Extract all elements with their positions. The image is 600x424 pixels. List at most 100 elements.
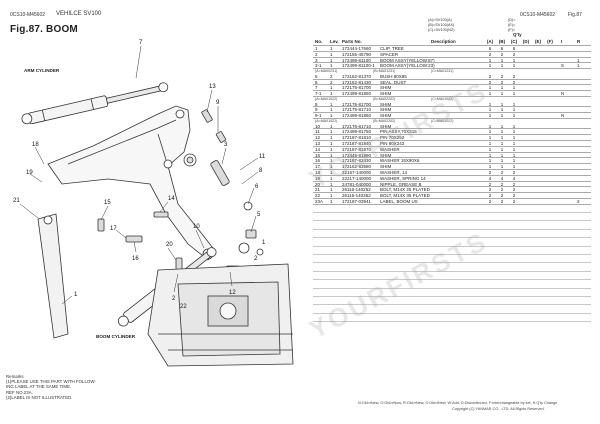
col-header-parts-no: Parts No. <box>342 39 362 44</box>
cell-pn: 26116-140352 <box>342 193 371 199</box>
boom-cylinder-label: BOOM CYLINDER <box>96 334 136 339</box>
cell-pn: 172499-81100 <box>342 57 371 63</box>
callout: 3 <box>224 142 228 148</box>
cell-desc: WASHER <box>380 146 400 152</box>
cell-r: 1 <box>577 57 580 63</box>
change-legend: N:Old⇒New, O:Old⇒Now, R:Old⇒New, S:Old⇒N… <box>358 401 558 405</box>
cell-qty: 1 <box>500 158 504 164</box>
cell-pn: 172175-81700 <box>342 85 372 91</box>
cell-desc: SHIM <box>380 113 392 119</box>
col-header-no: No. <box>315 39 323 44</box>
cell-no: 5 <box>315 73 318 79</box>
cell-no: 23A <box>315 198 324 204</box>
cell-qty: 1 <box>488 140 492 146</box>
cell-lev: 1 <box>330 113 333 119</box>
cell-qty: 2 <box>488 187 492 193</box>
cell-qty: 1 <box>500 164 504 170</box>
cell-qty: 6 <box>488 46 492 51</box>
cell-qty: 1 <box>512 63 516 69</box>
cell-desc: SHIM <box>380 152 392 158</box>
cell-qty: 1 <box>500 91 504 97</box>
callout: 2 <box>254 256 258 262</box>
callout: 1 <box>74 292 78 298</box>
cell-desc: SHIM <box>380 101 392 107</box>
remarks-line: ING LABEL AT THE SAME TIME. <box>6 384 72 390</box>
cell-pn: 172499-81750 <box>342 129 372 135</box>
ref-mark-d: (D)= <box>508 18 516 22</box>
cell-qty: 4 <box>512 175 516 181</box>
cell-qty: 2 <box>488 198 492 204</box>
cell-qty: 1 <box>488 57 492 63</box>
cell-lev: 1 <box>330 135 333 141</box>
cell-lev: 1 <box>330 146 333 152</box>
cell-qty: 2 <box>512 187 516 193</box>
cell-qty: 2 <box>500 198 504 204</box>
cell-desc: SHIM <box>380 91 392 97</box>
cell-desc: NIPPLE, GREASE B <box>380 181 422 187</box>
cell-no: 3-1 <box>315 63 322 69</box>
cell-no: 14 <box>315 146 321 152</box>
cell-desc: CLIP, TREE <box>380 46 404 51</box>
cell-lev: 1 <box>330 198 333 204</box>
cell-qty: 1 <box>500 140 504 146</box>
blank-row <box>313 305 591 314</box>
copyright: Copyright (C) YANMAR CO., LTD. All Right… <box>452 407 545 411</box>
blank-rows <box>313 205 591 323</box>
cell-qty: 1 <box>488 123 492 129</box>
blank-row <box>313 314 591 323</box>
qty-header-row: Q'ty <box>313 32 591 39</box>
cell-no: 16 <box>315 158 321 164</box>
cell-qty: 2 <box>512 181 516 187</box>
cell-pn: 172187-82430 <box>342 158 372 164</box>
cell-qty: 1 <box>500 101 504 107</box>
cell-pn: 172162-81430 <box>342 79 372 85</box>
cell-lev: 1 <box>330 51 333 57</box>
cell-lev: 1 <box>330 187 333 193</box>
col-header-b: (B) <box>498 39 506 44</box>
cell-pn: 26116-140252 <box>342 187 371 193</box>
cell-no: 9 <box>315 107 318 113</box>
arm-cylinder-label: ARM CYLINDER <box>24 68 60 73</box>
cell-qty: 1 <box>512 135 516 141</box>
remarks: Remarks (1)PLEASE USE THIS PART WITH FOL… <box>6 374 126 400</box>
cell-qty: 1 <box>488 164 492 170</box>
callout: 20 <box>166 242 173 248</box>
cell-qty: 1 <box>512 164 516 170</box>
callout: 11 <box>259 154 266 160</box>
cell-desc: BOOM ASSY(YELLOW:87) <box>380 57 435 63</box>
callout: 12 <box>229 290 236 296</box>
cell-pn: 22217-140000 <box>342 175 372 181</box>
serial-note: (A=MA01022)(B=MA02202)(C=MA01022) <box>313 119 591 124</box>
blank-row <box>313 238 591 247</box>
cell-no: 11 <box>315 129 320 135</box>
cell-desc: PIN 80X243 <box>380 140 405 146</box>
cell-no: 7 <box>315 85 318 91</box>
doc-code-left: 0CS10-M45602 <box>10 12 46 18</box>
fig-right: Fig.87 <box>568 12 582 18</box>
cell-pn: 172175-81710 <box>342 107 372 113</box>
cell-qty: 1 <box>512 57 516 63</box>
col-header-lev: Lev. <box>330 39 339 44</box>
qty-header: Q'ty <box>513 32 522 37</box>
cell-qty: 2 <box>500 51 504 57</box>
cell-qty: 1 <box>500 129 504 135</box>
cell-lev: 1 <box>330 63 333 69</box>
cell-qty: 1 <box>512 152 516 158</box>
cell-qty: 1 <box>488 63 492 69</box>
callout: 9 <box>216 100 220 106</box>
cell-qty: 1 <box>512 123 516 129</box>
cell-lev: 1 <box>330 85 333 91</box>
cell-qty: 2 <box>512 51 516 57</box>
cell-qty: 1 <box>488 113 492 119</box>
serial-note: (A=MA00231)(B=MA01231)(C=MA01231) <box>313 69 591 74</box>
